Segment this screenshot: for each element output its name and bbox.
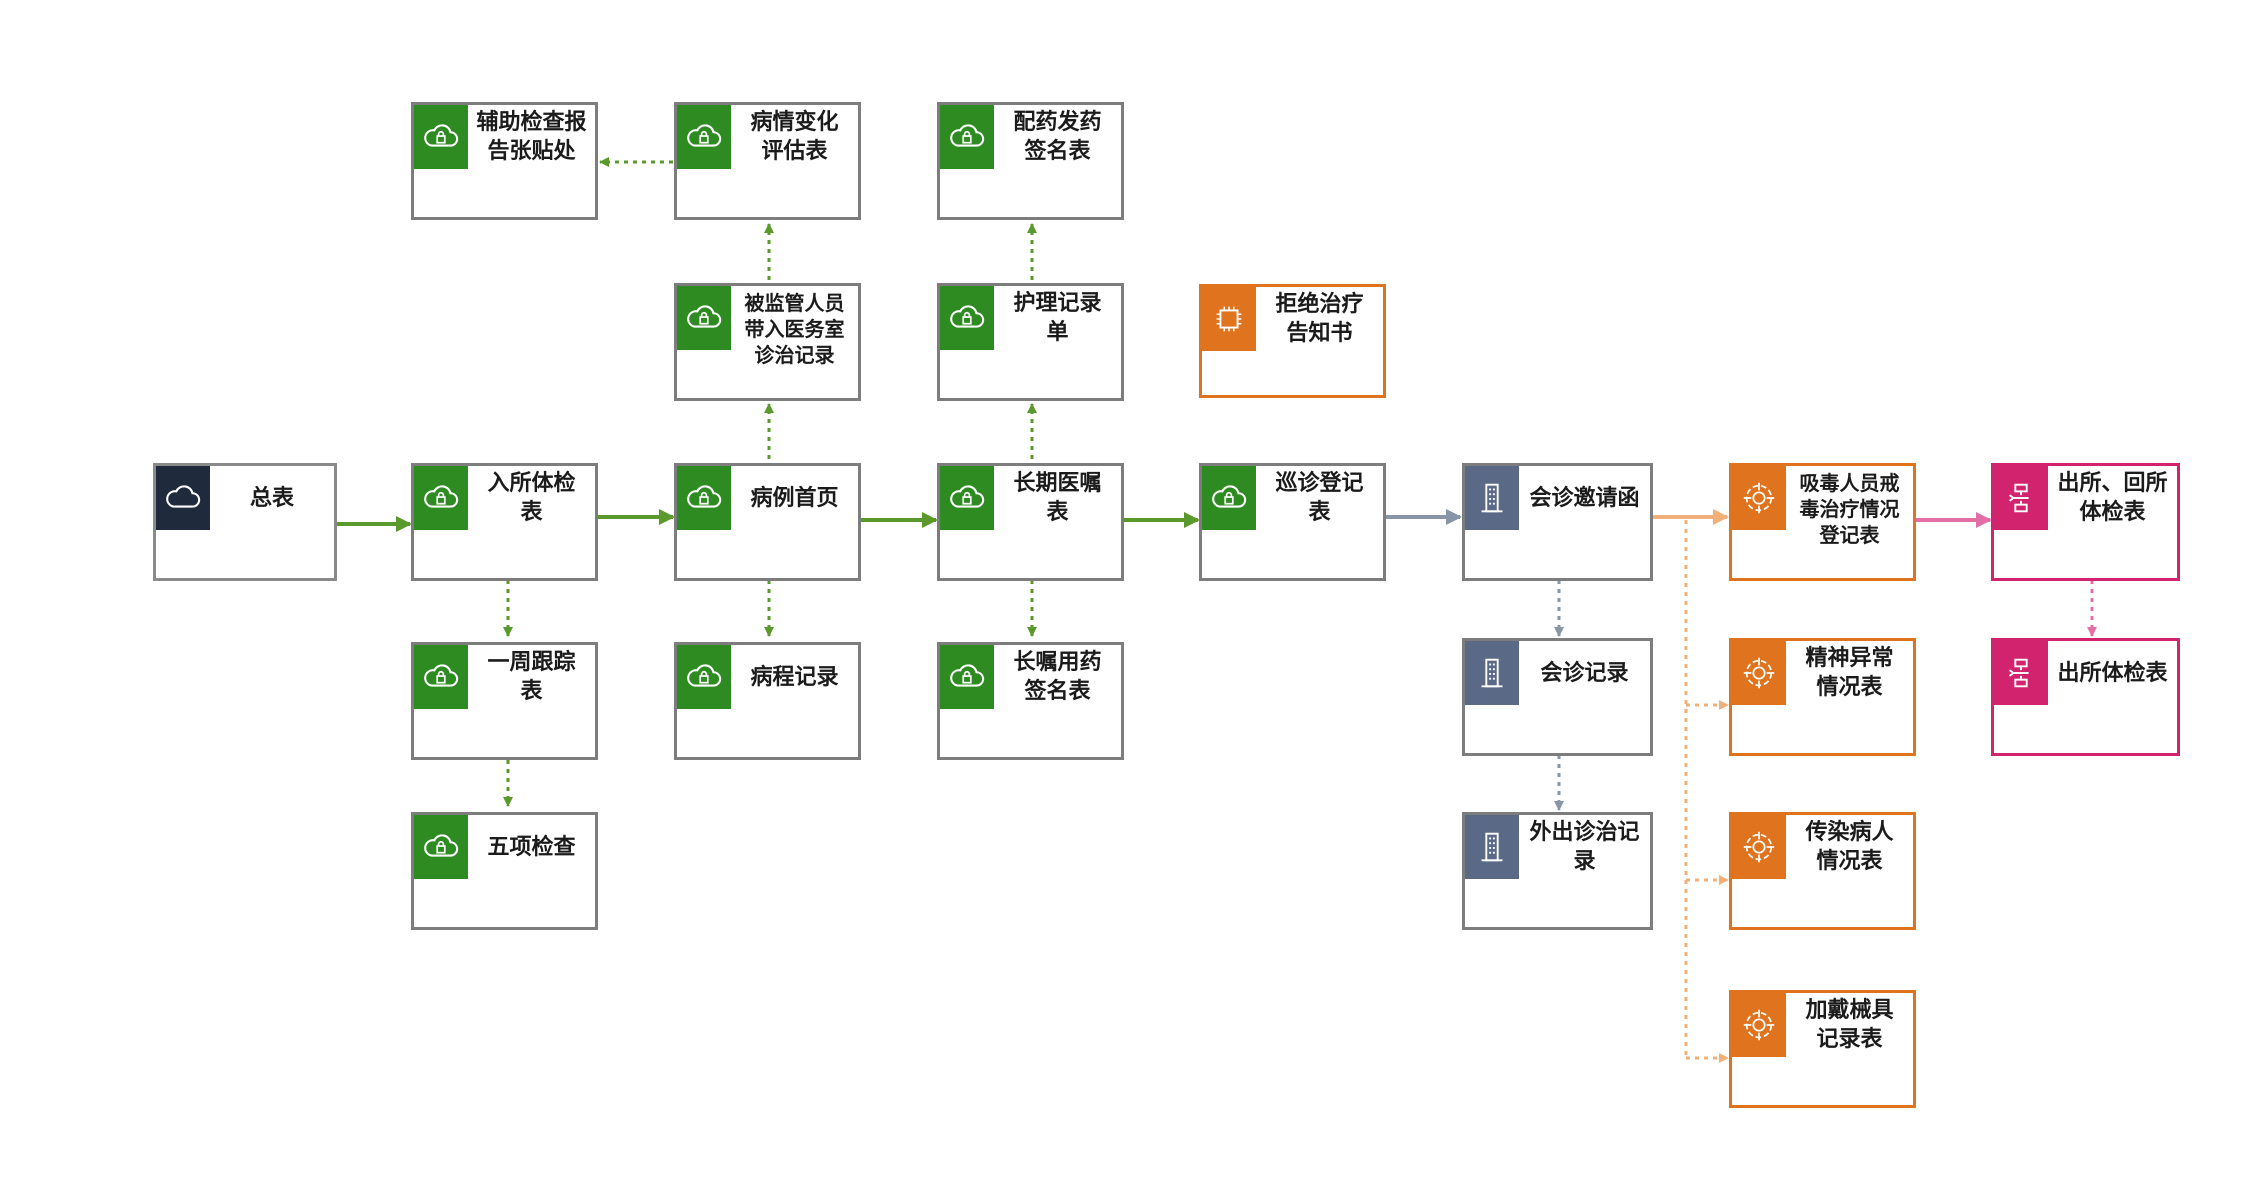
node-jujue-zhiliao[interactable]: 拒绝治疗告知书 xyxy=(1199,284,1386,398)
node-label: 精神异常情况表 xyxy=(1805,646,1894,700)
node-chuanran-bingren[interactable]: 传染病人情况表 xyxy=(1729,812,1916,930)
node-bei-jianguan[interactable]: 被监管人员带入医务室诊治记录 xyxy=(674,283,861,401)
node-bingqing-pinggu[interactable]: 病情变化评估表 xyxy=(674,102,861,220)
node-rusuo-tijian[interactable]: 入所体检表 xyxy=(411,463,598,581)
node-label: 辅助检查报告张贴处 xyxy=(476,110,587,164)
node-label: 出所体检表 xyxy=(2057,660,2168,686)
node-label: 被监管人员带入医务室诊治记录 xyxy=(744,291,845,367)
node-label: 护理记录单 xyxy=(1013,291,1102,345)
building-icon xyxy=(1465,641,1519,705)
building-icon xyxy=(1465,466,1519,530)
node-label: 总表 xyxy=(249,485,294,511)
node-changzhu-yongyao[interactable]: 长嘱用药签名表 xyxy=(937,642,1124,760)
node-label: 吸毒人员戒毒治疗情况登记表 xyxy=(1799,471,1900,547)
target-icon xyxy=(1732,815,1786,879)
cloud-lock-icon xyxy=(677,645,731,709)
node-label: 病例首页 xyxy=(750,485,839,511)
node-label: 会诊邀请函 xyxy=(1529,485,1640,511)
node-huli-jilu[interactable]: 护理记录单 xyxy=(937,283,1124,401)
node-xidu-jiedu[interactable]: 吸毒人员戒毒治疗情况登记表 xyxy=(1729,463,1916,581)
node-bingcheng-jilu[interactable]: 病程记录 xyxy=(674,642,861,760)
node-waichu-zhenzhi[interactable]: 外出诊治记录 xyxy=(1462,812,1653,930)
chip-icon xyxy=(1202,287,1256,351)
cloud-lock-icon xyxy=(677,466,731,530)
cloud-lock-icon xyxy=(1202,466,1256,530)
node-huizhen-yaoqing[interactable]: 会诊邀请函 xyxy=(1462,463,1653,581)
cloud-lock-icon xyxy=(940,105,994,169)
node-huizhen-jilu[interactable]: 会诊记录 xyxy=(1462,638,1653,756)
node-peiyao-qianming[interactable]: 配药发药签名表 xyxy=(937,102,1124,220)
cloud-lock-icon xyxy=(940,466,994,530)
node-xunzhen-dengji[interactable]: 巡诊登记表 xyxy=(1199,463,1386,581)
target-icon xyxy=(1732,993,1786,1057)
node-zongbiao[interactable]: 总表 xyxy=(153,463,337,581)
cloud-lock-icon xyxy=(940,645,994,709)
node-label: 一周跟踪表 xyxy=(487,650,576,704)
node-chusuo-huisuo[interactable]: 出所、回所体检表 xyxy=(1991,463,2180,581)
node-yizhou-genzong[interactable]: 一周跟踪表 xyxy=(411,642,598,760)
flow-icon xyxy=(1994,466,2048,530)
cloud-lock-icon xyxy=(940,286,994,350)
target-icon xyxy=(1732,641,1786,705)
building-icon xyxy=(1465,815,1519,879)
node-label: 会诊记录 xyxy=(1540,660,1629,686)
node-label: 配药发药签名表 xyxy=(1013,110,1102,164)
cloud-lock-icon xyxy=(677,286,731,350)
node-jingshen-yichang[interactable]: 精神异常情况表 xyxy=(1729,638,1916,756)
cloud-lock-icon xyxy=(414,105,468,169)
node-label: 拒绝治疗告知书 xyxy=(1275,292,1364,346)
node-label: 长期医嘱表 xyxy=(1013,471,1102,525)
node-wuxiang-jiancha[interactable]: 五项检查 xyxy=(411,812,598,930)
node-label: 长嘱用药签名表 xyxy=(1013,650,1102,704)
cloud-lock-icon xyxy=(677,105,731,169)
node-label: 出所、回所体检表 xyxy=(2057,471,2168,525)
node-label: 五项检查 xyxy=(487,834,576,860)
node-label: 加戴械具记录表 xyxy=(1805,998,1894,1052)
node-label: 传染病人情况表 xyxy=(1805,820,1894,874)
node-binli-shouye[interactable]: 病例首页 xyxy=(674,463,861,581)
cloud-lock-icon xyxy=(414,815,468,879)
cloud-lock-icon xyxy=(414,466,468,530)
flow-icon xyxy=(1994,641,2048,705)
node-label: 外出诊治记录 xyxy=(1529,820,1640,874)
node-jiadai-xieju[interactable]: 加戴械具记录表 xyxy=(1729,990,1916,1108)
target-icon xyxy=(1732,466,1786,530)
node-chusuo-tijian[interactable]: 出所体检表 xyxy=(1991,638,2180,756)
node-label: 巡诊登记表 xyxy=(1275,471,1364,525)
cloud-icon xyxy=(156,466,210,530)
node-label: 病程记录 xyxy=(750,664,839,690)
node-changqi-yizhu[interactable]: 长期医嘱表 xyxy=(937,463,1124,581)
node-label: 病情变化评估表 xyxy=(750,110,839,164)
node-label: 入所体检表 xyxy=(487,471,576,525)
cloud-lock-icon xyxy=(414,645,468,709)
node-fuzhu-jiancha[interactable]: 辅助检查报告张贴处 xyxy=(411,102,598,220)
